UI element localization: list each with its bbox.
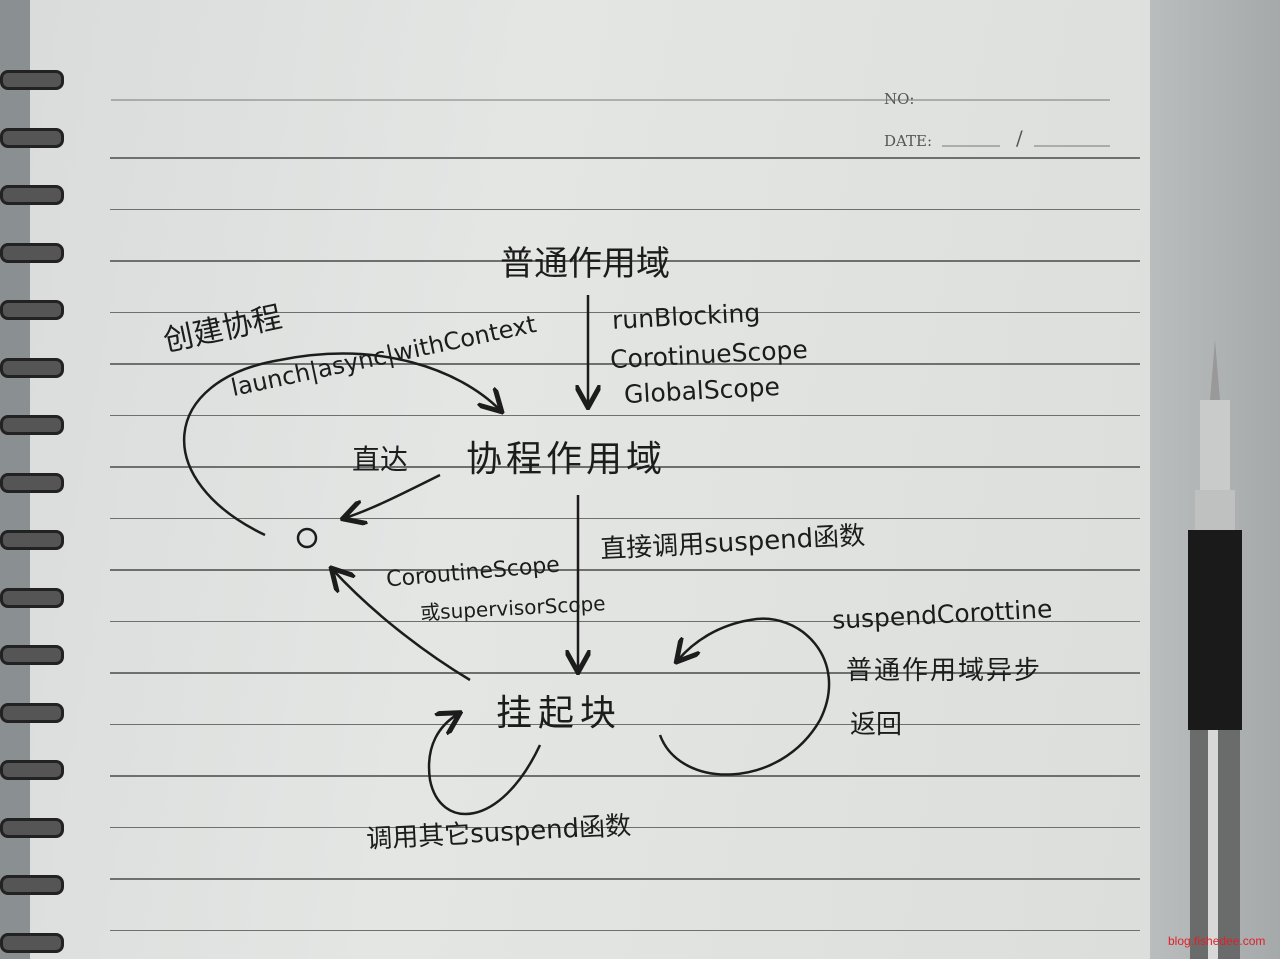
ruled-line <box>110 517 1140 519</box>
node-suspend-block: 挂起块 <box>496 693 623 734</box>
spiral-ring <box>0 702 64 723</box>
spiral-ring <box>0 127 64 148</box>
spiral-ring <box>0 587 64 608</box>
ruled-line <box>110 466 1140 468</box>
ruled-line <box>110 414 1140 416</box>
date-label: DATE: <box>884 132 933 150</box>
ruled-line <box>110 723 1140 725</box>
edge-label-direct: 直达 <box>352 443 409 476</box>
arrow-back-to-circle <box>333 570 471 682</box>
spiral-ring <box>0 472 64 493</box>
spiral-ring <box>0 932 64 953</box>
arrow-direct <box>345 473 441 518</box>
spiral-ring <box>0 70 64 90</box>
ruled-line <box>110 672 1140 674</box>
ruled-line <box>110 620 1140 622</box>
spiral-ring <box>0 242 64 263</box>
watermark: blog.fishedee.com <box>1168 934 1266 948</box>
ruled-line <box>110 878 1140 880</box>
target-circle <box>296 527 318 549</box>
ruled-line <box>110 260 1140 262</box>
arrow-create-coroutine <box>182 352 500 537</box>
spiral-ring <box>0 530 64 550</box>
date-separator: / <box>1016 126 1023 150</box>
ruled-line <box>110 929 1140 931</box>
spiral-ring <box>0 300 64 320</box>
spiral-ring <box>0 357 64 378</box>
edge-label-async-1: 普通作用域异步 <box>846 656 1043 686</box>
ruled-line <box>110 208 1140 210</box>
spiral-ring <box>0 645 64 665</box>
spiral-ring <box>0 185 64 205</box>
node-normal-scope: 普通作用域 <box>500 244 670 284</box>
node-coroutine-scope: 协程作用域 <box>466 439 667 480</box>
ruled-line <box>110 826 1140 828</box>
ruled-line <box>110 775 1140 777</box>
ruled-line <box>110 569 1140 571</box>
ruled-line <box>110 157 1140 159</box>
async-loop-arrow <box>658 617 831 776</box>
spiral-ring <box>0 817 64 838</box>
notebook-page <box>30 0 1150 959</box>
edge-label-async-2: 返回 <box>850 710 903 740</box>
self-loop-arrow <box>427 714 542 816</box>
spiral-ring <box>0 760 64 780</box>
ruled-line <box>110 363 1140 365</box>
ruled-line <box>110 311 1140 313</box>
pen <box>1188 340 1242 959</box>
no-label: NO: <box>884 90 915 108</box>
spiral-ring <box>0 875 64 895</box>
spiral-ring <box>0 415 64 435</box>
